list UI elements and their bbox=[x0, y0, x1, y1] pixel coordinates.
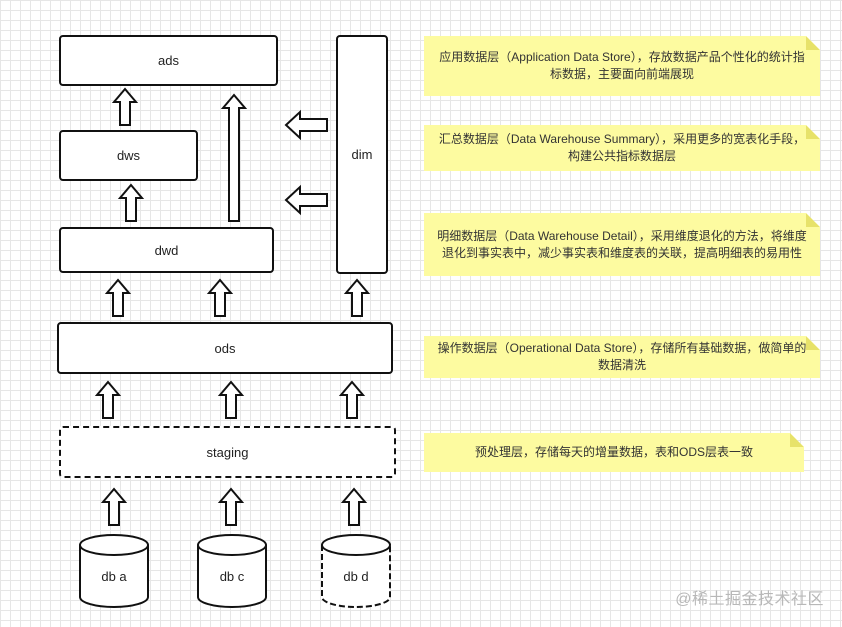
ads-layer-label: ads bbox=[158, 53, 179, 68]
staging-note: 预处理层，存储每天的增量数据，表和ODS层表一致 bbox=[424, 433, 804, 472]
ads-note: 应用数据层（Application Data Store），存放数据产品个性化的… bbox=[424, 36, 820, 96]
dwd-layer-box: dwd bbox=[59, 227, 274, 273]
dwd-note-text: 明细数据层（Data Warehouse Detail），采用维度退化的方法，将… bbox=[437, 228, 807, 260]
db-d-cylinder bbox=[321, 534, 391, 608]
db-c-label: db c bbox=[219, 569, 245, 584]
ods-note-text: 操作数据层（Operational Data Store），存储所有基础数据，做… bbox=[437, 341, 807, 372]
dws-layer-label: dws bbox=[116, 148, 141, 163]
staging-layer-box: staging bbox=[59, 426, 396, 478]
arrow-ods-to-dwd-2 bbox=[208, 279, 232, 317]
ods-layer-label: ods bbox=[214, 340, 236, 356]
watermark: @稀土掘金技术社区 bbox=[675, 591, 824, 608]
db-a-label: db a bbox=[101, 569, 127, 584]
db-c-cylinder bbox=[197, 534, 267, 608]
db-a-cylinder bbox=[79, 534, 149, 608]
ads-note-text: 应用数据层（Application Data Store），存放数据产品个性化的… bbox=[439, 50, 805, 81]
dws-layer-box: dws bbox=[59, 130, 198, 181]
arrow-staging-to-ods-3 bbox=[340, 381, 364, 419]
arrow-dwd-to-dws bbox=[119, 184, 143, 222]
dim-layer-box: dim bbox=[336, 35, 388, 274]
ods-note: 操作数据层（Operational Data Store），存储所有基础数据，做… bbox=[424, 336, 820, 378]
arrow-dws-to-ads bbox=[113, 88, 137, 126]
arrow-ods-to-dwd-1 bbox=[106, 279, 130, 317]
arrow-dbd-to-staging bbox=[342, 488, 366, 526]
arrow-staging-to-ods-2 bbox=[219, 381, 243, 419]
arrow-staging-to-ods-1 bbox=[96, 381, 120, 419]
arrow-dim-to-dws bbox=[284, 109, 328, 141]
db-d-label: db d bbox=[343, 569, 369, 584]
arrow-dba-to-staging bbox=[102, 488, 126, 526]
ods-layer-box: ods bbox=[57, 322, 393, 374]
dws-note-text: 汇总数据层（Data Warehouse Summary），采用更多的宽表化手段… bbox=[438, 132, 806, 163]
dwd-note: 明细数据层（Data Warehouse Detail），采用维度退化的方法，将… bbox=[424, 213, 820, 276]
arrow-dwd-to-ads bbox=[220, 93, 248, 222]
dim-layer-label: dim bbox=[351, 147, 373, 162]
staging-layer-label: staging bbox=[206, 444, 249, 460]
dws-note: 汇总数据层（Data Warehouse Summary），采用更多的宽表化手段… bbox=[424, 125, 820, 171]
arrow-dbc-to-staging bbox=[219, 488, 243, 526]
arrow-dim-to-dwd bbox=[284, 184, 328, 216]
ads-layer-box: ads bbox=[59, 35, 278, 86]
staging-note-text: 预处理层，存储每天的增量数据，表和ODS层表一致 bbox=[474, 445, 753, 459]
arrow-ods-to-dim bbox=[345, 279, 369, 317]
dwd-layer-label: dwd bbox=[154, 242, 179, 258]
